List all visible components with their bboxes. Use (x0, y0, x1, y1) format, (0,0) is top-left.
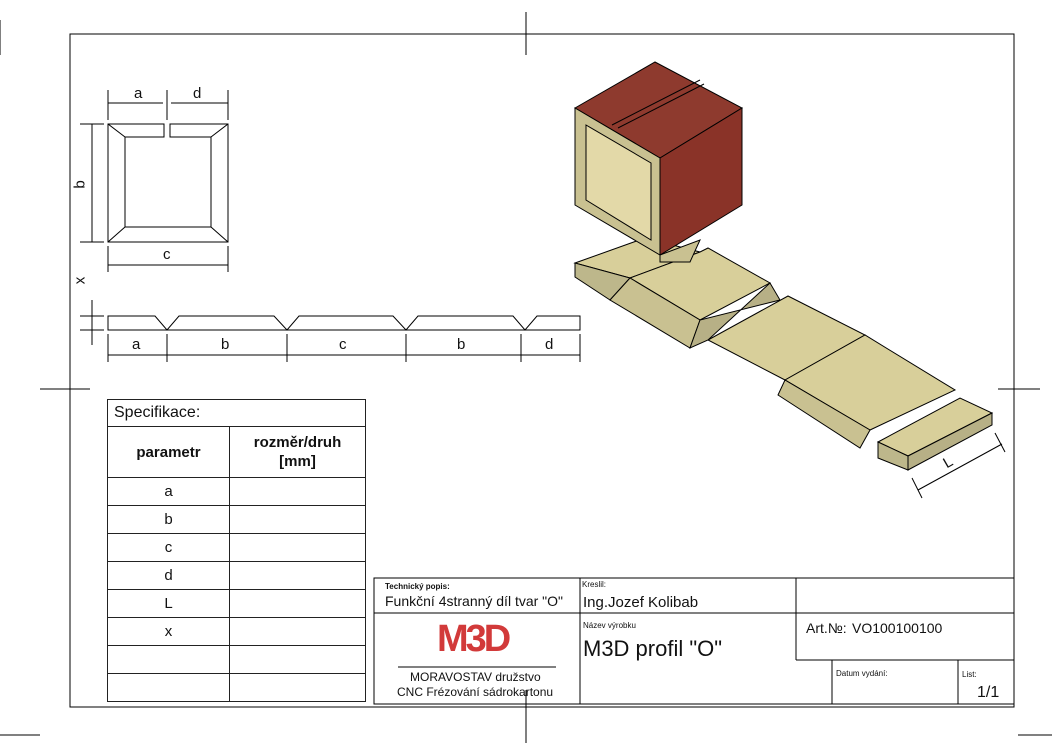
date-label: Datum vydání: (836, 669, 888, 678)
spec-row-value[interactable] (229, 645, 366, 674)
dim-side-x: x (71, 276, 89, 285)
sheet-frame (0, 12, 1052, 743)
m3d-logo: M3D (437, 618, 511, 660)
art-label: Art.№: (806, 620, 847, 636)
spec-table: Specifikace: parametr rozměr/druh [mm] a… (107, 399, 366, 702)
spec-row-param (107, 645, 230, 674)
spec-row-param: L (107, 589, 230, 618)
tech-label: Technický popis: (385, 582, 450, 591)
sheet-value: 1/1 (977, 684, 1000, 701)
company-name: MORAVOSTAV družstvo (410, 670, 541, 684)
dim-bottom-c: c (163, 246, 171, 263)
spec-row-value[interactable] (229, 673, 366, 702)
sheet-label: List: (962, 670, 977, 679)
spec-row-param: b (107, 505, 230, 534)
spec-row-param: c (107, 533, 230, 562)
dim-strip-4: b (457, 336, 466, 353)
dim-strip-2: b (221, 336, 230, 353)
dim-top-a: a (134, 85, 143, 102)
dim-strip-1: a (132, 336, 141, 353)
iso-box (574, 61, 744, 263)
dim-side-b: b (71, 180, 89, 189)
drawn-label: Kreslil: (582, 580, 607, 589)
spec-row-param: d (107, 561, 230, 590)
dim-strip-5: d (545, 336, 554, 353)
cross-section (107, 123, 229, 243)
spec-col-parametr: parametr (107, 426, 230, 478)
spec-row-value[interactable] (229, 505, 366, 534)
product-label: Název výrobku (583, 621, 636, 630)
spec-row-param: x (107, 617, 230, 646)
product-value: M3D profil "O" (583, 636, 723, 661)
spec-row-value[interactable] (229, 477, 366, 506)
dim-strip-3: c (339, 336, 347, 353)
unfolded-strip (80, 300, 581, 362)
spec-col-rozmer: rozměr/druh [mm] (229, 426, 366, 478)
title-block-grid (373, 577, 1015, 705)
spec-row-value[interactable] (229, 561, 366, 590)
section-dimensions (80, 90, 229, 272)
spec-row-param (107, 673, 230, 702)
spec-row-value[interactable] (229, 617, 366, 646)
spec-title: Specifikace: (107, 399, 366, 427)
spec-row-param: a (107, 477, 230, 506)
company-service: CNC Frézování sádrokartonu (397, 685, 554, 699)
spec-row-value[interactable] (229, 533, 366, 562)
dim-top-d: d (193, 85, 202, 102)
spec-row-value[interactable] (229, 589, 366, 618)
iso-strip (573, 237, 1006, 499)
drawn-value: Ing.Jozef Kolibab (583, 594, 699, 611)
tech-value: Funkční 4stranný díl tvar "O" (385, 593, 564, 609)
art-value: VO100100100 (852, 620, 943, 636)
